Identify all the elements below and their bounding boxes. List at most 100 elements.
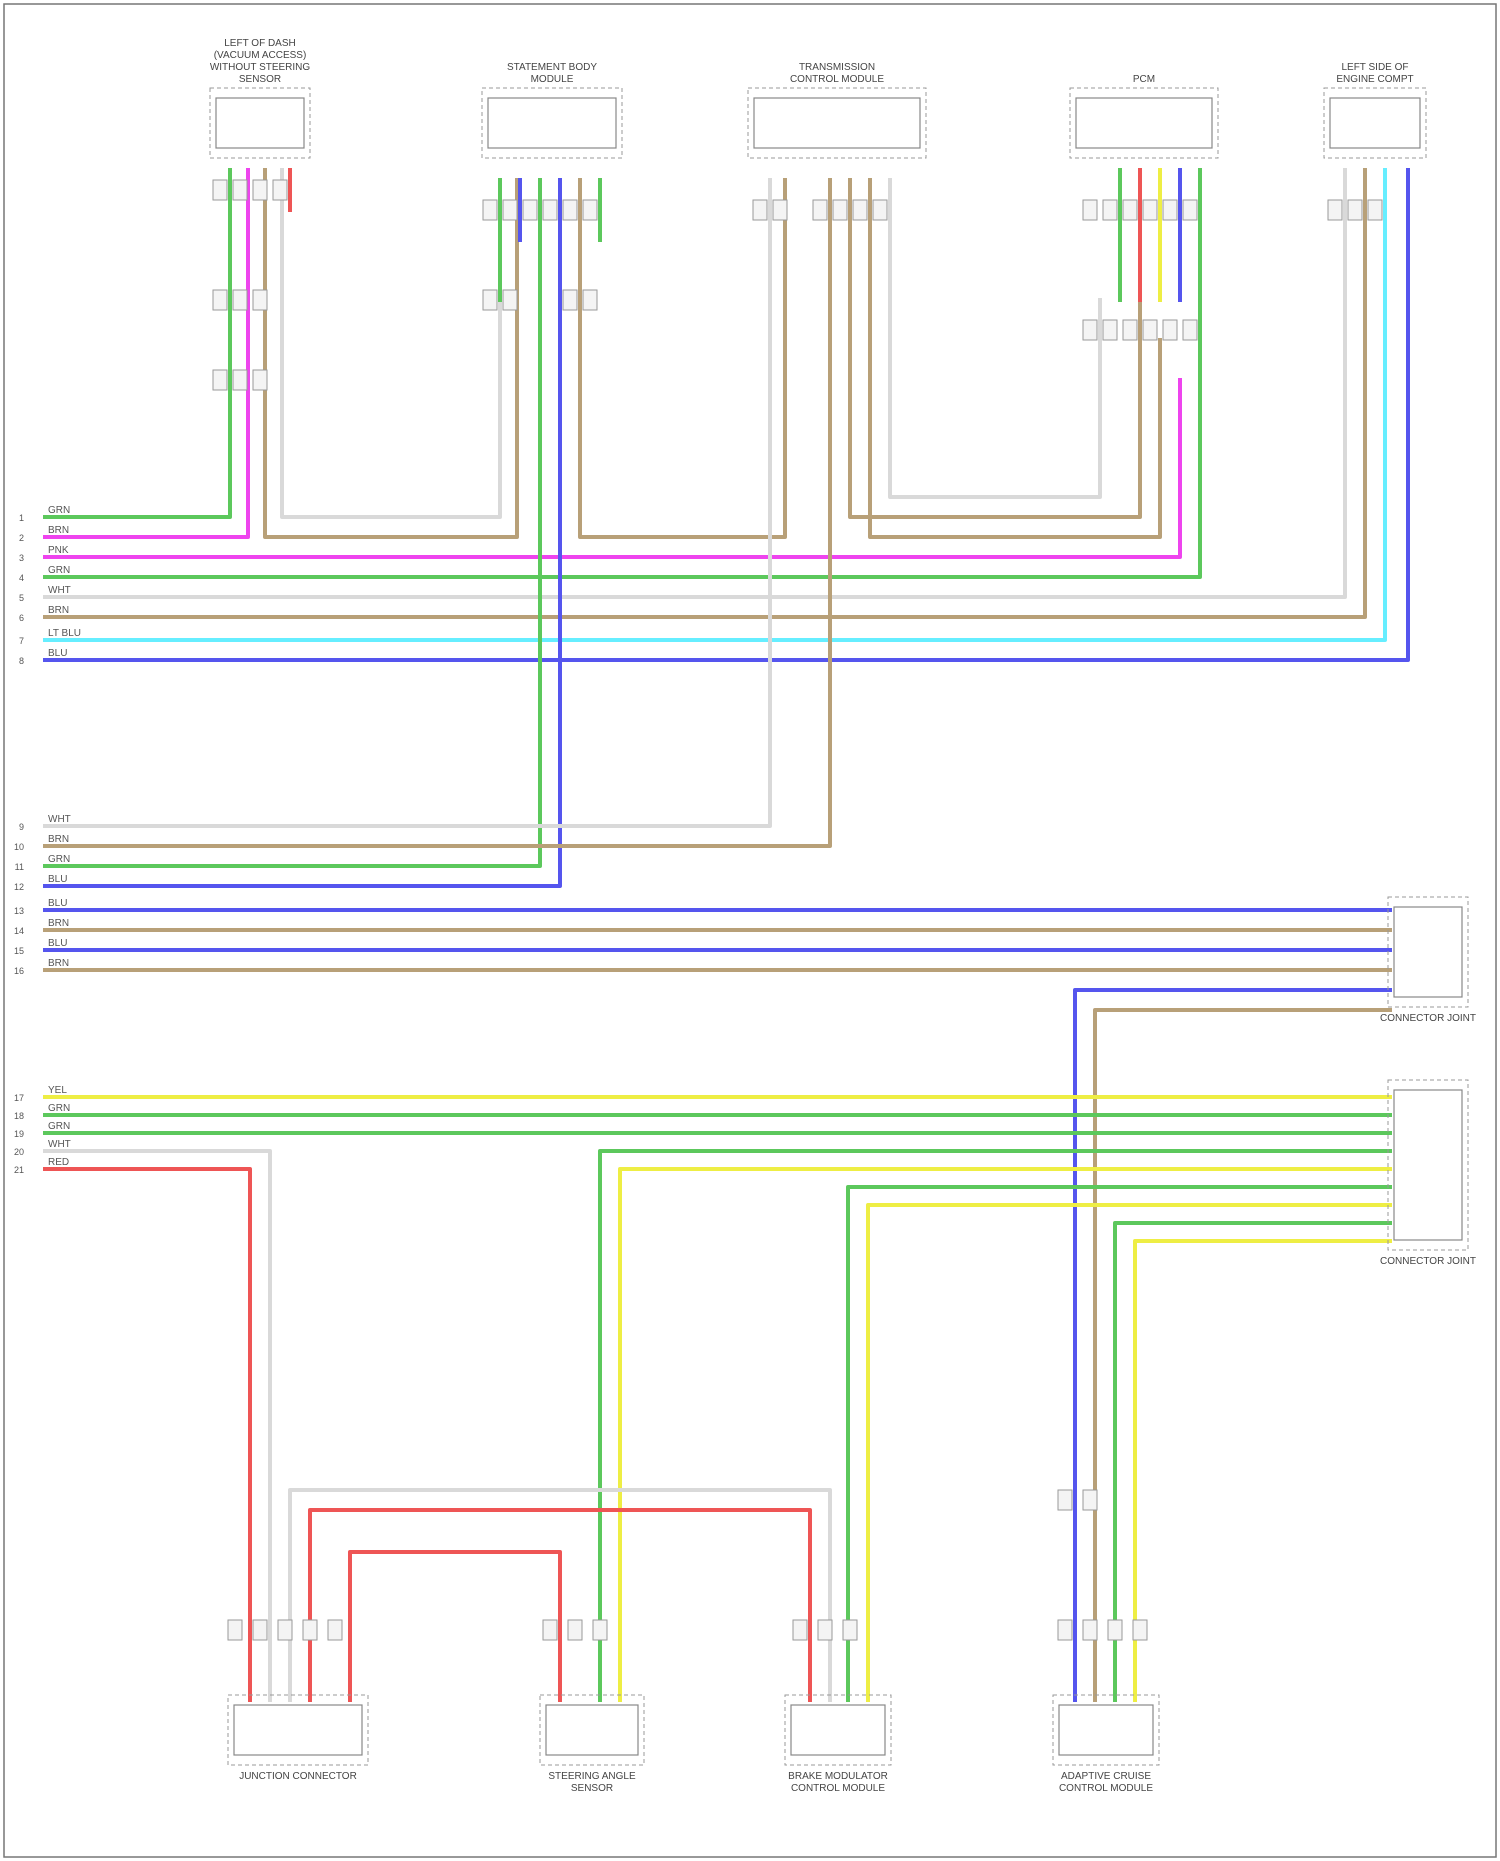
bus-wire-label: BRN [48, 958, 69, 969]
bus-pin-number: 18 [14, 1111, 24, 1121]
bus-wire-label: GRN [48, 854, 70, 865]
bus-pin-number: 13 [14, 906, 24, 916]
component-body [1394, 907, 1462, 997]
bus-pin-number: 14 [14, 926, 24, 936]
connector-pin [1058, 1620, 1072, 1640]
bus-pin-number: 6 [19, 613, 24, 623]
wire-red [350, 1552, 560, 1700]
connector-pin [233, 290, 247, 310]
component-name: PCM [1133, 74, 1155, 85]
bus-wire-label: BLU [48, 898, 67, 909]
component-name: (VACUUM ACCESS) [214, 50, 307, 61]
bus-pin-number: 20 [14, 1147, 24, 1157]
component-body [791, 1705, 885, 1755]
wire-wht [45, 180, 770, 826]
bus-wire-label: BLU [48, 648, 67, 659]
connector-pin [813, 200, 827, 220]
component-name: LEFT SIDE OF [1341, 62, 1408, 73]
component-body [488, 98, 616, 148]
component-name: ADAPTIVE CRUISE [1061, 1771, 1151, 1782]
component-name: LEFT OF DASH [224, 38, 296, 49]
component-c11: ADAPTIVE CRUISECONTROL MODULE [1053, 1695, 1159, 1794]
component-name: CONNECTOR JOINT [1380, 1013, 1476, 1024]
component-body [546, 1705, 638, 1755]
component-c8: JUNCTION CONNECTOR [228, 1695, 368, 1782]
component-name: MODULE [531, 74, 574, 85]
bus-pin-number: 9 [19, 822, 24, 832]
wire-pnk [45, 380, 1180, 557]
components-layer: LEFT OF DASH(VACUUM ACCESS)WITHOUT STEER… [210, 38, 1476, 1794]
connector-pin [503, 200, 517, 220]
connector-pin [1103, 200, 1117, 220]
connector-pin [233, 370, 247, 390]
connector-pin [1123, 320, 1137, 340]
component-body [216, 98, 304, 148]
component-name: CONTROL MODULE [791, 1783, 885, 1794]
bus-wire-label: WHT [48, 814, 71, 825]
connector-pin [583, 290, 597, 310]
wire-grn [1115, 1223, 1390, 1700]
connector-pin [818, 1620, 832, 1640]
connector-pin [873, 200, 887, 220]
wire-yel [868, 1205, 1390, 1700]
component-name: CONNECTOR JOINT [1380, 1256, 1476, 1267]
bus-pin-number: 19 [14, 1129, 24, 1139]
connector-pin [253, 370, 267, 390]
component-name: SENSOR [571, 1783, 613, 1794]
wire-brn [265, 170, 517, 537]
component-body [234, 1705, 362, 1755]
connector-pin [773, 200, 787, 220]
bus-pin-number: 21 [14, 1165, 24, 1175]
bus-wire-label: BRN [48, 834, 69, 845]
bus-pin-number: 7 [19, 636, 24, 646]
connector-pin [233, 180, 247, 200]
bus-pin-number: 3 [19, 553, 24, 563]
bus-pin-number: 8 [19, 656, 24, 666]
connector-pin [563, 200, 577, 220]
connector-pin [1083, 200, 1097, 220]
bus-wire-label: WHT [48, 1139, 71, 1150]
bus-wire-label: YEL [48, 1085, 67, 1096]
wire-wht [282, 170, 500, 517]
connector-pin [213, 290, 227, 310]
connector-pin [1133, 1620, 1147, 1640]
connector-pin [1058, 1490, 1072, 1510]
component-name: SENSOR [239, 74, 281, 85]
component-name: STATEMENT BODY [507, 62, 597, 73]
component-body [1059, 1705, 1153, 1755]
connector-pin [853, 200, 867, 220]
component-name: BRAKE MODULATOR [788, 1771, 888, 1782]
component-name: ENGINE COMPT [1336, 74, 1413, 85]
connector-pin [593, 1620, 607, 1640]
wire-pnk [45, 170, 248, 537]
connector-pin [1103, 320, 1117, 340]
connector-pin [1123, 200, 1137, 220]
bus-wire-label: GRN [48, 1121, 70, 1132]
connector-pin [843, 1620, 857, 1640]
connector-pin [1163, 200, 1177, 220]
wire-brn [45, 180, 830, 846]
bus-pin-number: 1 [19, 513, 24, 523]
connector-pin [543, 1620, 557, 1640]
bus-pin-number: 16 [14, 966, 24, 976]
component-c3: TRANSMISSIONCONTROL MODULE [748, 62, 926, 158]
component-name: TRANSMISSION [799, 62, 875, 73]
connector-pin [1143, 200, 1157, 220]
connector-pin [253, 290, 267, 310]
connector-pin [1083, 320, 1097, 340]
component-c1: LEFT OF DASH(VACUUM ACCESS)WITHOUT STEER… [210, 38, 311, 158]
bus-wire-label: LT BLU [48, 628, 81, 639]
connector-pin [303, 1620, 317, 1640]
connector-pin [253, 1620, 267, 1640]
component-body [1076, 98, 1212, 148]
connector-pin [213, 180, 227, 200]
component-c4: PCM [1070, 74, 1218, 158]
connector-pin [1368, 200, 1382, 220]
wires-layer [45, 170, 1408, 1700]
connector-pin [278, 1620, 292, 1640]
bus-wire-label: BRN [48, 605, 69, 616]
wire-grn [600, 1151, 1390, 1700]
